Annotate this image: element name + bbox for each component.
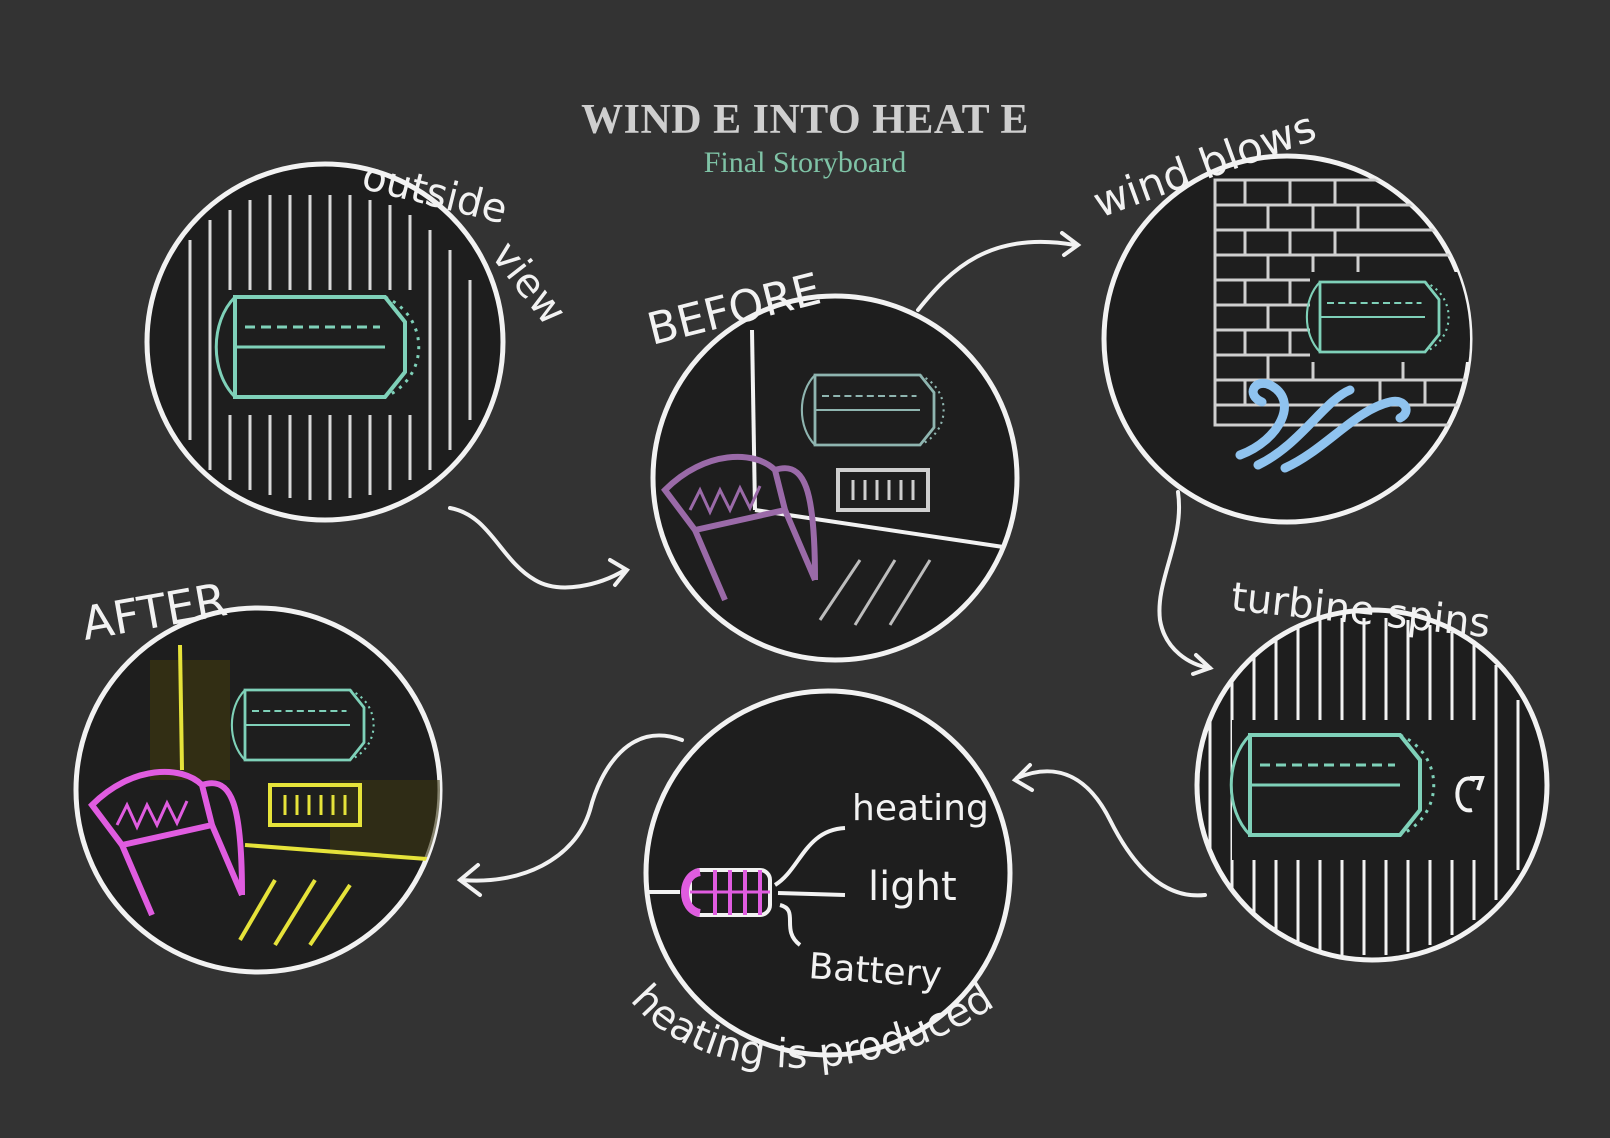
arrow-before-to-wind <box>916 239 1077 312</box>
rotate-arrow-icon <box>1455 776 1476 813</box>
arrow-heating-to-after <box>460 733 684 883</box>
arrow-wind-to-turbine <box>1157 490 1212 670</box>
arrow-outside-to-before <box>448 506 627 590</box>
page-title: WIND E INTO HEAT E <box>581 97 1029 143</box>
panel-turbine-spins: turbine spins <box>1194 574 1550 963</box>
output-connectors <box>773 826 846 947</box>
wind-gust-icon <box>1235 378 1411 473</box>
wall-lines <box>188 195 472 500</box>
panel-wind-blows: wind blows <box>1087 102 1473 525</box>
output-heating-label: heating <box>852 788 989 829</box>
generator-icon <box>681 868 772 917</box>
panel-after: AFTER <box>73 572 443 975</box>
flow-arrows <box>448 231 1214 898</box>
panel-outside-view: outside view <box>144 153 575 523</box>
page-subtitle: Final Storyboard <box>703 146 907 179</box>
panel-heating-produced: heating light Battery heating is produce… <box>622 688 1013 1078</box>
output-light-label: light <box>868 864 957 910</box>
arrow-turbine-to-heating <box>1015 769 1207 898</box>
panel-before: BEFORE <box>642 264 1020 663</box>
output-battery-label: Battery <box>807 946 943 996</box>
